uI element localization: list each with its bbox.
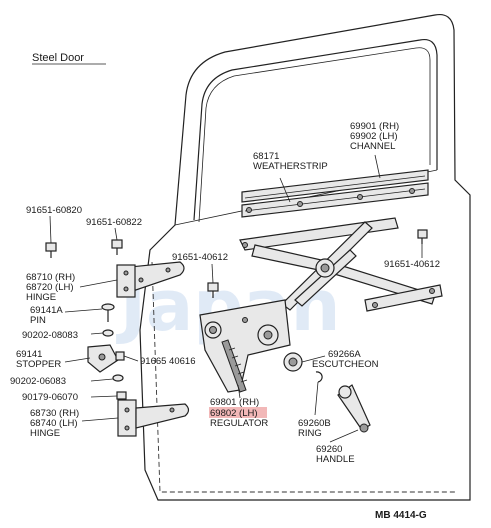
washer-06083: [112, 374, 124, 382]
label-regulator-name: REGULATOR: [210, 418, 268, 429]
bolt-40612-right: [417, 229, 428, 244]
upper-hinge: [116, 261, 185, 298]
highlight-regulator-lh: [209, 407, 267, 418]
label-hinge-lower-name: HINGE: [30, 428, 60, 439]
label-bolt-40612-left: 91651-40612: [172, 252, 228, 263]
diagram-code: MB 4414-G: [375, 510, 427, 521]
label-washer-06083: 90202-06083: [10, 376, 66, 387]
bolt-06070: [116, 391, 127, 400]
label-handle-num: 69260: [316, 444, 342, 455]
regulator-arms: [239, 217, 443, 312]
label-regulator-rh: 69801 (RH): [210, 397, 259, 408]
label-channel-rh: 69901 (RH): [350, 121, 399, 132]
label-weatherstrip-num: 68171: [253, 151, 279, 162]
label-hinge-lower-rh: 68730 (RH): [30, 408, 79, 419]
label-escutcheon-num: 69266A: [328, 349, 361, 360]
label-ring-num: 69260B: [298, 418, 331, 429]
handle: [337, 384, 371, 433]
diagram-title: Steel Door: [32, 52, 84, 64]
label-stopper-num: 69141: [16, 349, 42, 360]
label-bolt-40612-right: 91651-40612: [384, 259, 440, 270]
window-channel: [241, 169, 429, 218]
label-hinge-lower-lh: 68740 (LH): [30, 418, 78, 429]
label-weatherstrip-name: WEATHERSTRIP: [253, 161, 328, 172]
label-regulator-lh: 69802 (LH): [210, 408, 258, 419]
label-bolt-06070: 90179-06070: [22, 392, 78, 403]
label-channel-name: CHANNEL: [350, 141, 395, 152]
lower-hinge: [117, 399, 190, 437]
label-washer-08083: 90202-08083: [22, 330, 78, 341]
label-hinge-upper-lh: 68720 (LH): [26, 282, 74, 293]
label-hinge-upper-name: HINGE: [26, 292, 56, 303]
label-handle-name: HANDLE: [316, 454, 355, 465]
label-bolt-40616: 91665 40616: [140, 356, 195, 367]
ring: [315, 371, 323, 383]
escutcheon: [283, 352, 303, 372]
label-escutcheon-name: ESCUTCHEON: [312, 359, 379, 370]
label-pin-num: 69141A: [30, 305, 63, 316]
bolt-60822: [111, 239, 123, 255]
regulator-body: [199, 299, 291, 393]
label-channel-lh: 69902 (LH): [350, 131, 398, 142]
stopper: [87, 344, 119, 373]
bolt-40616: [115, 351, 125, 361]
label-bolt-60820: 91651-60820: [26, 205, 82, 216]
washer-08083: [102, 329, 114, 337]
label-ring-name: RING: [298, 428, 322, 439]
label-bolt-60822: 91651-60822: [86, 217, 142, 228]
leader-lines: [49, 154, 423, 443]
bolt-60820: [45, 242, 57, 258]
label-pin-name: PIN: [30, 315, 46, 326]
label-hinge-upper-rh: 68710 (RH): [26, 272, 75, 283]
pin: [101, 303, 115, 322]
label-stopper-name: STOPPER: [16, 359, 61, 370]
